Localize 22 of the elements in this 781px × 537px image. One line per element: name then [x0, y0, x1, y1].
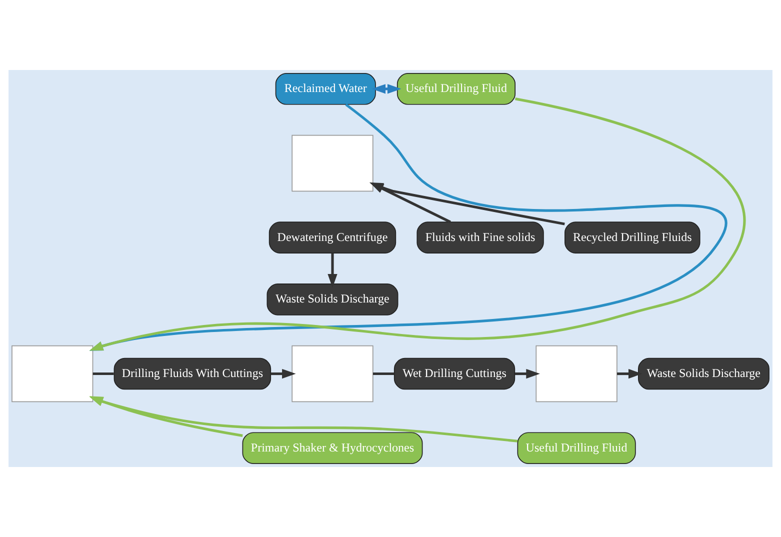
node-box — [536, 345, 618, 402]
node-box: Waste Solids Discharge — [266, 284, 398, 316]
node-box: Useful Drilling Fluid — [396, 73, 516, 105]
node-box: Reclaimed Water — [275, 73, 376, 105]
arrow — [270, 368, 296, 379]
arrow — [372, 84, 402, 94]
node-box: Recycled Drilling Fluids — [564, 222, 700, 254]
node-box — [12, 345, 94, 402]
node-box: Useful Drilling Fluid — [517, 432, 636, 464]
node-box — [292, 345, 374, 402]
node-box: Drilling Fluids With Cuttings — [114, 358, 272, 390]
node-box: Waste Solids Discharge — [638, 358, 770, 390]
arrow — [328, 253, 338, 288]
node-box: Fluids with Fine solids — [416, 222, 544, 254]
node-box — [292, 134, 374, 192]
arrow — [617, 368, 642, 379]
node-box: Primary Shaker & Hydrocyclones — [242, 432, 423, 464]
node-box: Dewatering Centrifuge — [268, 222, 396, 254]
node-box: Wet Drilling Cuttings — [394, 358, 516, 390]
connector — [373, 372, 394, 376]
arrow — [514, 368, 540, 379]
connector — [92, 372, 114, 376]
